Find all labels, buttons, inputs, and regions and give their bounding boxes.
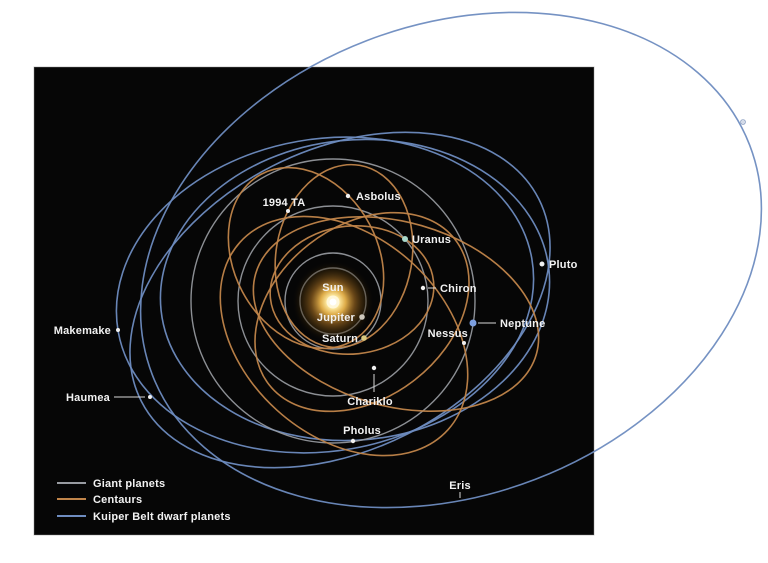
saturn-label: Saturn <box>322 333 358 345</box>
legend-label-giant-planets: Giant planets <box>93 478 165 490</box>
neptune-orbit <box>190 158 476 444</box>
asbolus-label: Asbolus <box>356 191 401 203</box>
haumea-label: Haumea <box>66 392 111 404</box>
haumea-dot <box>148 395 152 399</box>
asbolus-orbit <box>274 163 414 349</box>
pholus-orbit <box>219 215 469 457</box>
nessus-label: Nessus <box>428 328 468 340</box>
haumea-orbit <box>129 131 551 469</box>
chariklo-dot <box>371 365 377 371</box>
uranus-orbit <box>237 205 429 397</box>
1994-ta-label: 1994 TA <box>263 197 306 209</box>
neptune-label: Neptune <box>500 318 545 330</box>
jupiter-label: Jupiter <box>317 312 356 324</box>
saturn-dot <box>361 335 367 341</box>
legend-label-kuiper: Kuiper Belt dwarf planets <box>93 511 231 523</box>
chiron-dot <box>420 285 426 291</box>
legend: Giant planets Centaurs Kuiper Belt dwarf… <box>57 478 231 523</box>
chariklo-label: Chariklo <box>347 396 393 408</box>
pholus-label: Pholus <box>343 425 381 437</box>
nessus-orbit <box>252 216 540 412</box>
sun-dot <box>329 298 337 306</box>
eris-label: Eris <box>449 480 471 492</box>
chiron-orbit <box>269 224 435 356</box>
uranus-label: Uranus <box>412 234 451 246</box>
eris-dot <box>740 119 746 125</box>
pluto-label: Pluto <box>549 259 578 271</box>
pluto-dot <box>539 261 545 267</box>
chiron-label: Chiron <box>440 283 477 295</box>
legend-label-centaurs: Centaurs <box>93 494 142 506</box>
1994-ta-orbit <box>227 166 385 350</box>
makemake-dot <box>116 328 120 332</box>
nessus-dot <box>462 341 466 345</box>
pholus-dot <box>350 438 356 444</box>
uranus-dot <box>402 236 408 242</box>
sun-label: Sun <box>322 282 343 294</box>
eris-orbit <box>139 11 763 509</box>
chariklo-orbit <box>254 211 470 413</box>
neptune-dot <box>469 319 477 327</box>
makemake-label: Makemake <box>54 325 111 337</box>
asbolus-dot <box>345 193 351 199</box>
jupiter-dot <box>359 314 365 320</box>
1994-ta-dot <box>286 209 290 213</box>
